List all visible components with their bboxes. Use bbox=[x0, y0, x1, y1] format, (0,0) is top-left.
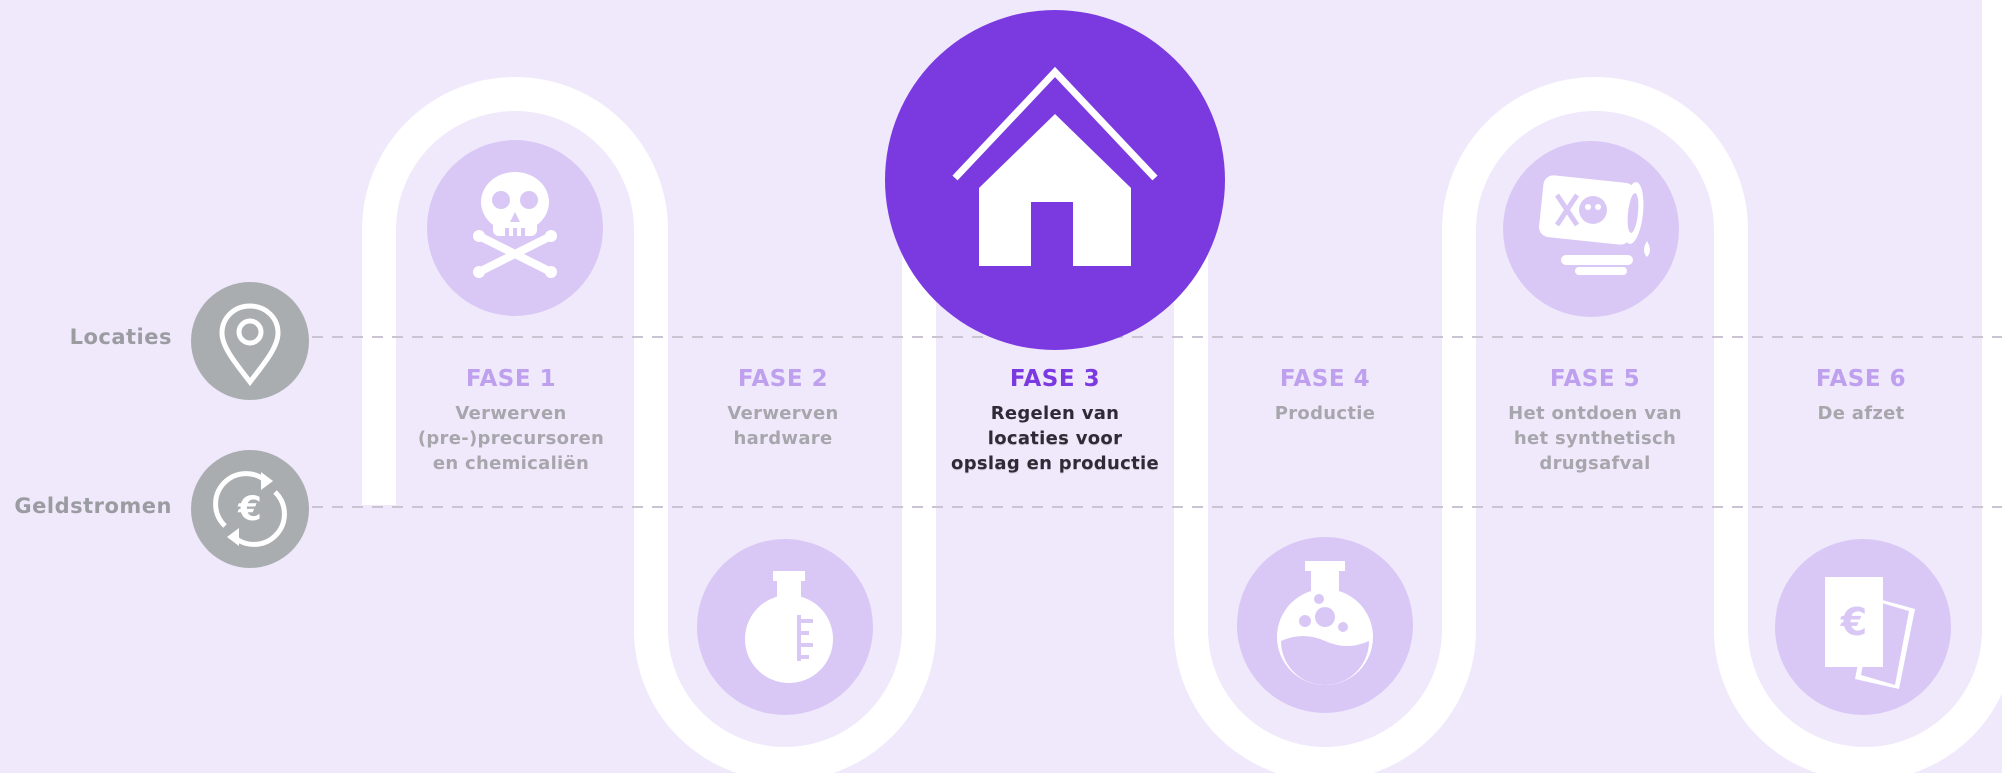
phase-3-title: FASE 3 bbox=[1009, 366, 1101, 392]
description-line: opslag en productie bbox=[951, 454, 1159, 475]
phase-5-description: Het ontdoen van het synthetisch drugsafv… bbox=[1475, 401, 1715, 476]
house-icon bbox=[885, 10, 1225, 350]
description-line: De afzet bbox=[1817, 403, 1905, 424]
phase-4-title: FASE 4 bbox=[1279, 366, 1371, 392]
svg-text:€: € bbox=[1840, 600, 1867, 644]
description-line: (pre-)precursoren bbox=[417, 428, 605, 449]
phase-1-title: FASE 1 bbox=[465, 366, 557, 392]
description-line: locaties voor bbox=[987, 429, 1123, 450]
phase-3-description-ghost: locaties voor opslag en productie bbox=[935, 427, 1175, 477]
phase-1-description: Verwerven (pre-)precursoren en chemicali… bbox=[391, 401, 631, 476]
phase-6-description: De afzet bbox=[1741, 401, 1981, 426]
euro-document-icon: € bbox=[1775, 539, 1951, 715]
toxic-barrel-icon bbox=[1503, 141, 1679, 317]
description-line: Productie bbox=[1274, 403, 1376, 424]
phase-4-description: Productie bbox=[1205, 401, 1445, 426]
euro-cycle-icon: € bbox=[191, 450, 309, 568]
phase-3-description: Regelen van locaties voor opslag en prod… bbox=[935, 401, 1175, 476]
bubbling-flask-icon bbox=[1237, 537, 1413, 713]
description-line: Verwerven bbox=[455, 403, 567, 424]
phase-2-title: FASE 2 bbox=[737, 366, 829, 392]
description-line: Het ontdoen van bbox=[1508, 403, 1682, 424]
phase-2-description: Verwerven hardware bbox=[663, 401, 903, 451]
description-line: locaties voor bbox=[987, 428, 1123, 449]
description-line: drugsafval bbox=[1539, 453, 1651, 474]
track-path bbox=[362, 0, 2002, 773]
skull-crossbones-icon bbox=[427, 140, 603, 316]
svg-text:€: € bbox=[237, 489, 262, 529]
locaties-label: Locaties bbox=[69, 325, 172, 349]
description-line: en chemicaliën bbox=[432, 453, 590, 474]
phase-6-title: FASE 6 bbox=[1815, 366, 1907, 392]
lab-flask-icon bbox=[697, 539, 873, 715]
geldstromen-label: Geldstromen bbox=[14, 494, 172, 518]
description-line: Verwerven bbox=[727, 403, 839, 424]
description-line: hardware bbox=[733, 428, 833, 449]
description-line: opslag en productie bbox=[951, 453, 1159, 474]
description-line: Regelen van bbox=[990, 403, 1120, 424]
map-pin-icon bbox=[191, 282, 309, 400]
description-line: het synthetisch bbox=[1513, 428, 1677, 449]
phase-5-title: FASE 5 bbox=[1549, 366, 1641, 392]
